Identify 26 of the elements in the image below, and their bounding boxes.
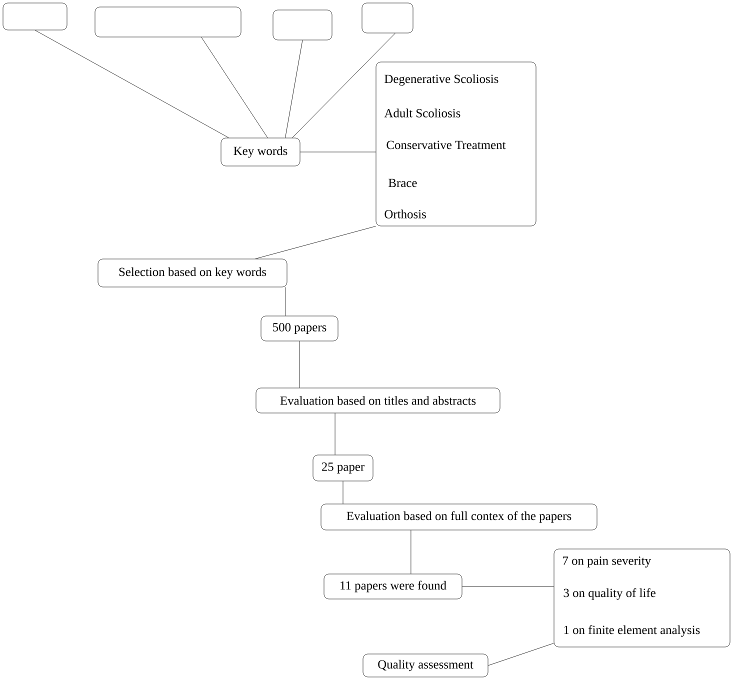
result-list-box: 7 on pain severity 3 on quality of life 1 on finite element analysis	[554, 548, 730, 648]
connector-line	[410, 530, 412, 574]
empty-box	[2, 2, 68, 30]
connector-line	[285, 287, 286, 316]
process-box: Selection based on key words	[98, 258, 288, 288]
process-box: Evaluation based on full contex of the papers	[320, 504, 598, 530]
empty-box	[272, 10, 332, 40]
empty-box	[94, 6, 242, 38]
connector-line	[488, 643, 554, 666]
connector-line	[201, 37, 268, 138]
process-box: 25 paper	[312, 454, 374, 482]
process-box: Evaluation based on titles and abstracts	[256, 388, 500, 414]
connector-line	[255, 226, 376, 259]
connector-line	[299, 341, 300, 388]
connector-line	[34, 30, 229, 138]
connector-line	[334, 413, 336, 455]
connector-line	[292, 33, 396, 138]
connector-line	[342, 481, 344, 504]
connector-line	[285, 40, 303, 138]
process-box: Key words	[220, 138, 300, 166]
process-box: 500 papers	[260, 316, 338, 342]
process-box: Quality assessment	[362, 654, 488, 678]
empty-box	[362, 2, 414, 34]
keyword-list-box: Degenerative Scoliosis Adult Scoliosis Conservative Treatment Brace Orthosis	[376, 62, 536, 226]
process-box: 11 papers were found	[324, 574, 462, 600]
connector-line	[462, 586, 554, 587]
